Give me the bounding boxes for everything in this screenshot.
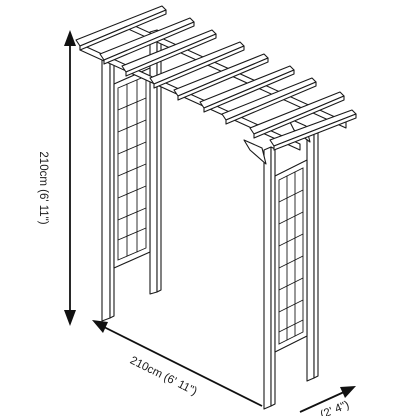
height-label: 210cm (6' 11") xyxy=(37,151,49,224)
roof-cross-slats xyxy=(75,5,357,151)
left-trellis-panel xyxy=(113,67,151,269)
rear-right-post xyxy=(306,124,315,382)
height-dimension: 210cm (6' 11") xyxy=(37,30,76,326)
front-right-post xyxy=(263,146,272,410)
depth-arrow-right xyxy=(340,386,356,398)
front-left-post xyxy=(101,50,111,322)
pergola-roof xyxy=(75,5,357,151)
depth-dimension: (2' 4") xyxy=(299,386,356,416)
height-arrow-top xyxy=(64,30,76,46)
width-arrow-left xyxy=(92,320,108,333)
width-dimension: 210cm (6' 11") xyxy=(92,320,263,407)
front-brace xyxy=(243,139,267,165)
depth-arrow-line xyxy=(299,391,345,413)
rear-left-post xyxy=(149,29,158,295)
width-label: 210cm (6' 11") xyxy=(128,355,199,398)
right-trellis-panel xyxy=(274,159,308,353)
height-arrow-bottom xyxy=(64,310,76,326)
width-arrow-line xyxy=(101,325,263,407)
right-side-frame xyxy=(243,117,319,410)
